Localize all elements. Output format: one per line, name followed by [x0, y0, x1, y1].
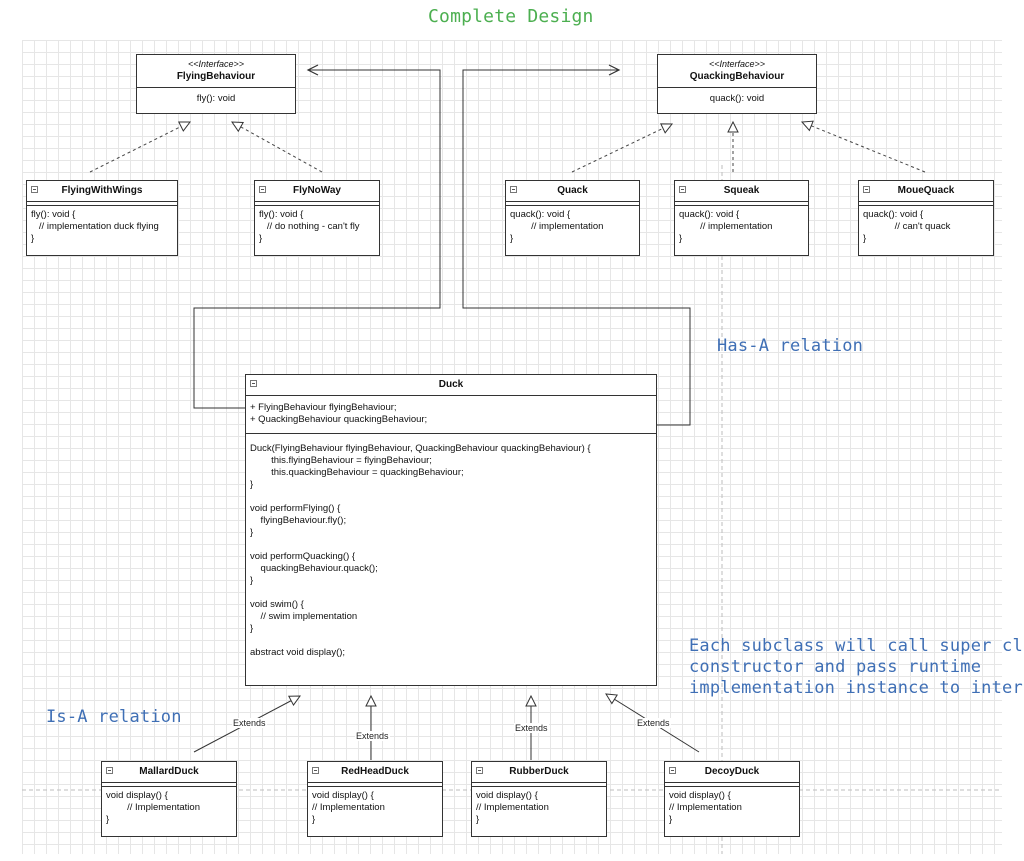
class-header: RedHeadDuck: [308, 762, 442, 783]
class-header: FlyingWithWings: [27, 181, 177, 202]
class-name: Duck: [438, 379, 464, 390]
class-mallardduck[interactable]: MallardDuck void display() { // Implemen…: [101, 761, 237, 837]
class-redheadduck[interactable]: RedHeadDuck void display() { // Implemen…: [307, 761, 443, 837]
collapse-icon[interactable]: [31, 186, 38, 193]
association-flying: [193, 64, 441, 409]
realization-flynoway: [231, 121, 323, 173]
collapse-icon[interactable]: [259, 186, 266, 193]
class-methods: quack(): void { // can't quack }: [863, 209, 951, 244]
collapse-icon[interactable]: [106, 767, 113, 774]
realization-mouequack: [800, 120, 926, 173]
extends-label-redhead: Extends: [355, 731, 390, 741]
interface-flyingbehaviour[interactable]: <<Interface>> FlyingBehaviour fly(): voi…: [136, 54, 296, 114]
class-name: Squeak: [723, 185, 760, 196]
collapse-icon[interactable]: [476, 767, 483, 774]
class-flynoway[interactable]: FlyNoWay fly(): void { // do nothing - c…: [254, 180, 380, 256]
interface-name: FlyingBehaviour: [176, 71, 256, 82]
class-rubberduck[interactable]: RubberDuck void display() { // Implement…: [471, 761, 607, 837]
class-methods: void display() { // Implementation }: [312, 790, 385, 825]
fields-separator: [859, 202, 993, 206]
class-header: Squeak: [675, 181, 808, 202]
class-name: MallardDuck: [139, 766, 199, 777]
class-name: MoueQuack: [897, 185, 955, 196]
has-a-annotation: Has-A relation: [717, 336, 864, 356]
class-name: DecoyDuck: [704, 766, 760, 777]
class-name: FlyNoWay: [293, 185, 341, 196]
interface-methods: fly(): void: [196, 93, 236, 104]
class-methods: void display() { // Implementation }: [669, 790, 742, 825]
stereotype-label: <<Interface>>: [187, 59, 245, 69]
fields-separator: [102, 783, 236, 787]
fields-separator: [665, 783, 799, 787]
class-methods: void display() { // Implementation }: [106, 790, 200, 825]
class-name: RubberDuck: [509, 766, 569, 777]
class-header: FlyNoWay: [255, 181, 379, 202]
class-flyingwithwings[interactable]: FlyingWithWings fly(): void { // impleme…: [26, 180, 178, 256]
class-header: MoueQuack: [859, 181, 993, 202]
class-name: FlyingWithWings: [61, 185, 143, 196]
note-line-2: constructor and pass runtime: [689, 657, 982, 677]
class-methods: quack(): void { // implementation }: [679, 209, 773, 244]
class-name: Quack: [557, 185, 588, 196]
class-decoyduck[interactable]: DecoyDuck void display() { // Implementa…: [664, 761, 800, 837]
realization-quack: [571, 123, 674, 173]
interface-name: QuackingBehaviour: [689, 71, 785, 82]
collapse-icon[interactable]: [669, 767, 676, 774]
collapse-icon[interactable]: [250, 380, 257, 387]
fields-separator: [506, 202, 639, 206]
class-header: Quack: [506, 181, 639, 202]
fields-separator: [255, 202, 379, 206]
interface-quackingbehaviour[interactable]: <<Interface>> QuackingBehaviour quack():…: [657, 54, 817, 114]
class-methods: void display() { // Implementation }: [476, 790, 549, 825]
class-methods: fly(): void { // do nothing - can't fly …: [259, 209, 360, 244]
is-a-annotation: Is-A relation: [46, 707, 182, 727]
fields-separator: [675, 202, 808, 206]
fields-separator: [308, 783, 442, 787]
extends-label-decoy: Extends: [636, 718, 671, 728]
class-methods: Duck(FlyingBehaviour flyingBehaviour, Qu…: [250, 443, 591, 658]
interface-header: <<Interface>> QuackingBehaviour: [658, 55, 816, 88]
diagram-title: Complete Design: [428, 6, 594, 27]
collapse-icon[interactable]: [312, 767, 319, 774]
stereotype-label: <<Interface>>: [708, 59, 766, 69]
realization-flyingwithwings: [89, 121, 191, 173]
class-squeak[interactable]: Squeak quack(): void { // implementation…: [674, 180, 809, 256]
class-quack[interactable]: Quack quack(): void { // implementation …: [505, 180, 640, 256]
class-methods: fly(): void { // implementation duck fly…: [31, 209, 159, 244]
note-line-1: Each subclass will call super class: [689, 636, 1024, 656]
class-header: DecoyDuck: [665, 762, 799, 783]
collapse-icon[interactable]: [679, 186, 686, 193]
class-name: RedHeadDuck: [341, 766, 409, 777]
subclass-note: Each subclass will call super class cons…: [689, 636, 1024, 699]
interface-header: <<Interface>> FlyingBehaviour: [137, 55, 295, 88]
note-line-3: implementation instance to interface: [689, 678, 1024, 698]
fields-separator: [472, 783, 606, 787]
collapse-icon[interactable]: [863, 186, 870, 193]
extends-label-rubber: Extends: [514, 723, 549, 733]
class-header: Duck: [246, 375, 656, 396]
extends-label-mallard: Extends: [232, 718, 267, 728]
class-mouequack[interactable]: MoueQuack quack(): void { // can't quack…: [858, 180, 994, 256]
class-header: RubberDuck: [472, 762, 606, 783]
collapse-icon[interactable]: [510, 186, 517, 193]
class-fields: + FlyingBehaviour flyingBehaviour; + Qua…: [246, 396, 656, 434]
class-methods: quack(): void { // implementation }: [510, 209, 604, 244]
class-duck[interactable]: Duck + FlyingBehaviour flyingBehaviour; …: [245, 374, 657, 686]
fields-separator: [27, 202, 177, 206]
class-header: MallardDuck: [102, 762, 236, 783]
interface-methods: quack(): void: [709, 93, 765, 104]
association-quacking: [462, 64, 691, 426]
